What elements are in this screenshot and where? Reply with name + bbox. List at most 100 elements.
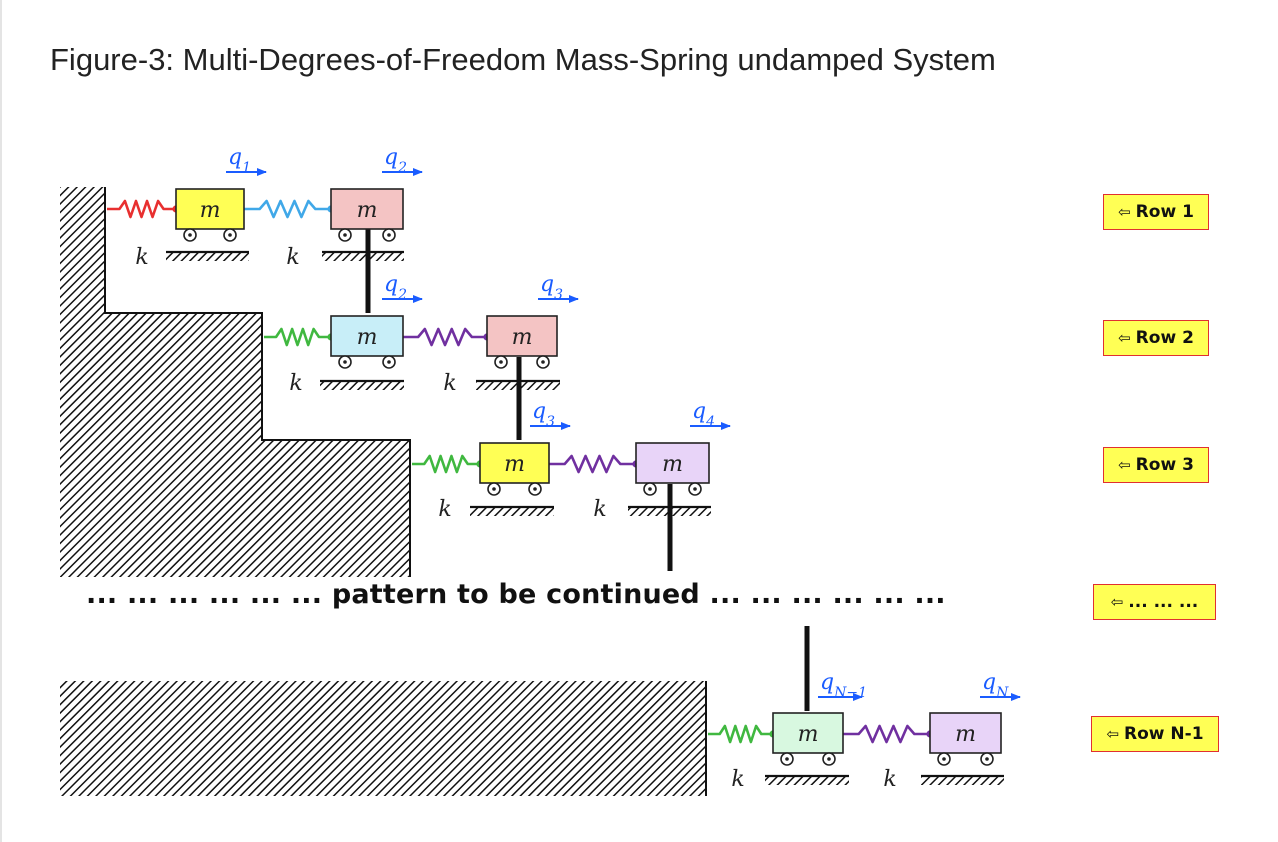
- figure-title: Figure-3: Multi-Degrees-of-Freedom Mass-…: [50, 42, 996, 77]
- mass-label: m: [357, 325, 378, 350]
- spring-row2-a: [264, 327, 335, 347]
- mass-label: m: [357, 198, 378, 223]
- spring-coil: [403, 327, 487, 347]
- row-tag-label: ... ... ...: [1128, 592, 1199, 612]
- mass-row3-a: m: [479, 442, 550, 496]
- coordinate-label: q3: [540, 272, 563, 303]
- coordinate-label: q1: [228, 145, 251, 176]
- ground-rown1-b: [921, 774, 1004, 785]
- wheel-hub: [541, 360, 545, 364]
- coord-q3-row2: q3: [538, 272, 579, 303]
- spring-coil: [107, 199, 176, 219]
- k-label-rown1-b: k: [883, 767, 896, 792]
- wheel-hub: [693, 487, 697, 491]
- mass-body: [929, 712, 1002, 754]
- ground-hatch: [765, 776, 849, 785]
- spring-coil: [244, 199, 331, 219]
- wheel-hub: [343, 233, 347, 237]
- mass-label: m: [504, 452, 525, 477]
- spring-coil: [549, 454, 636, 474]
- wheel-hub: [942, 757, 946, 761]
- mass-body: [479, 442, 550, 484]
- coord-q3-row3: q3: [530, 399, 571, 430]
- wall-edge: [104, 187, 411, 577]
- row-tag-label: Row 1: [1135, 202, 1194, 222]
- coordinate-label: q2: [384, 145, 407, 176]
- mass-row2-a: m: [330, 315, 404, 369]
- wheel-hub: [492, 487, 496, 491]
- mass-label: m: [798, 722, 819, 747]
- wheel-hub: [533, 487, 537, 491]
- row-tag-3: ⇦ Row 3: [1103, 447, 1209, 483]
- spring-coil: [412, 454, 480, 474]
- row-tag-continued: ⇦ ... ... ...: [1093, 584, 1216, 620]
- coordinate-arrows: q1 q2 q2 q3 q3 q4 qN−1 qN: [226, 145, 1021, 701]
- ground-row1-a: [166, 250, 249, 261]
- mass-row2-b: m: [486, 315, 558, 369]
- wheel-hub: [648, 487, 652, 491]
- ground-hatch: [166, 252, 249, 261]
- coord-q2-row1: q2: [382, 145, 423, 176]
- ground-rown1-a: [765, 774, 849, 785]
- spring-row3-b: [549, 454, 640, 474]
- spring-coil: [708, 724, 773, 744]
- k-label-rown1-a: k: [731, 767, 744, 792]
- wheel-hub: [343, 360, 347, 364]
- mass-row3-b: m: [635, 442, 710, 496]
- ground-hatch: [470, 507, 554, 516]
- row-tag-label: Row N-1: [1124, 724, 1204, 744]
- spring-coil: [843, 724, 930, 744]
- row-tag-2: ⇦ Row 2: [1103, 320, 1209, 356]
- mass-row1-b: m: [330, 188, 404, 242]
- ground-row2-a: [320, 379, 404, 390]
- coord-q4: q4: [690, 399, 731, 430]
- spring-rown1-b: [843, 724, 934, 744]
- wheel-hub: [785, 757, 789, 761]
- k-label-row1-b: k: [286, 245, 299, 270]
- rigid-links: [365, 228, 810, 711]
- mass-label: m: [955, 722, 976, 747]
- wheel-hub: [188, 233, 192, 237]
- mass-label: m: [512, 325, 533, 350]
- coordinate-label: q4: [692, 399, 715, 430]
- coord-qN: qN: [980, 670, 1021, 701]
- left-arrow-icon: ⇦: [1110, 593, 1124, 611]
- k-label-row3-a: k: [438, 497, 451, 522]
- row-tag-label: Row 2: [1135, 328, 1194, 348]
- mass-body: [175, 188, 245, 230]
- continuation-text: ... ... ... ... ... ... pattern to be co…: [86, 579, 946, 610]
- coord-qN-1: qN−1: [818, 670, 867, 701]
- coordinate-label: q3: [532, 399, 555, 430]
- mass-rown1-a: m: [772, 712, 844, 766]
- ground-row1-b: [322, 250, 404, 261]
- mass-body: [772, 712, 844, 754]
- spring-row1-b: [244, 199, 335, 219]
- coord-q1: q1: [226, 145, 267, 176]
- mass-row1-a: m: [175, 188, 245, 242]
- left-arrow-icon: ⇦: [1106, 725, 1120, 743]
- ground-row3-a: [470, 505, 554, 516]
- wheel-hub: [387, 360, 391, 364]
- spring-rown1-a: [708, 724, 777, 744]
- mass-rown1-b: m: [929, 712, 1002, 766]
- wheel-hub: [827, 757, 831, 761]
- row-tag-n-1: ⇦ Row N-1: [1091, 716, 1219, 752]
- mass-body: [330, 315, 404, 357]
- ground-hatch: [921, 776, 1004, 785]
- wheel-hub: [985, 757, 989, 761]
- wheel-hub: [387, 233, 391, 237]
- ground-hatch: [320, 381, 404, 390]
- k-label-row1-a: k: [135, 245, 148, 270]
- k-label-row2-b: k: [443, 371, 456, 396]
- left-border: [0, 0, 2, 842]
- row-tag-label: Row 3: [1135, 455, 1194, 475]
- left-arrow-icon: ⇦: [1118, 203, 1131, 221]
- spring-row2-b: [403, 327, 491, 347]
- bottom-wall: [60, 681, 706, 796]
- mass-body: [486, 315, 558, 357]
- k-label-row3-b: k: [593, 497, 606, 522]
- mass-label: m: [662, 452, 683, 477]
- coord-q2-row2: q2: [382, 272, 423, 303]
